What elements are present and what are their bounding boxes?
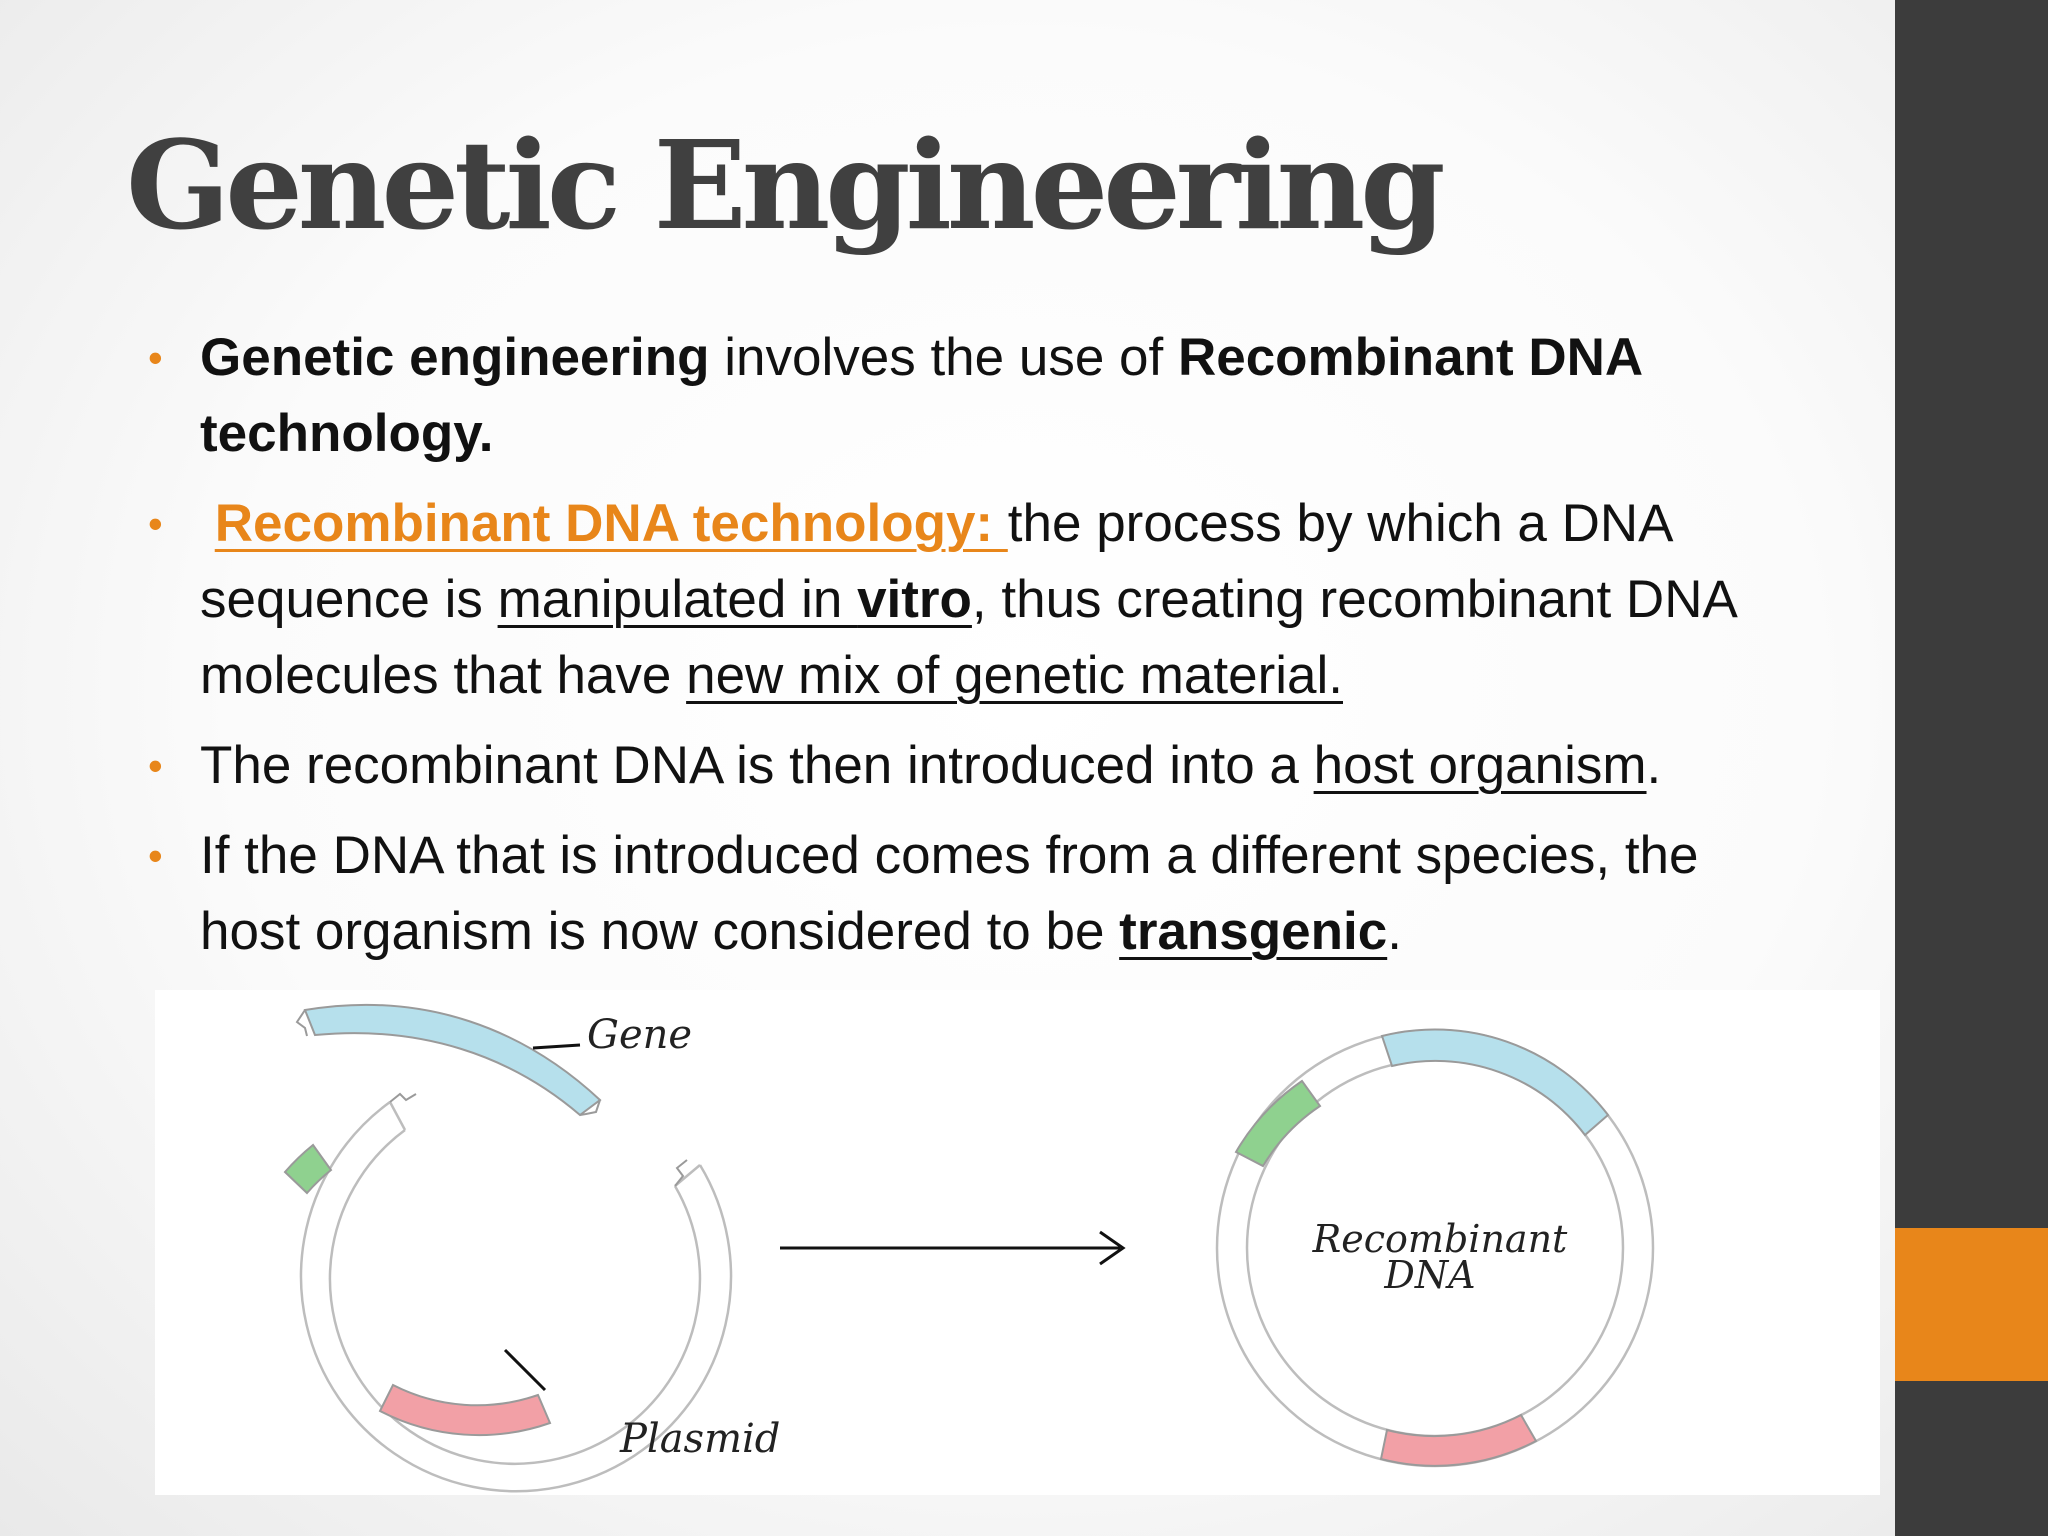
underlined-text: host organism [1313,736,1647,795]
recombinant-dna-figure: Gene Plasmid Recombinant DNA [155,990,1880,1495]
bullet-list: • Genetic engineering involves the use of… [148,320,1808,984]
bullet-text: The recombinant DNA is then introduced i… [200,736,1314,795]
slide: Genetic Engineering • Genetic engineering… [126,113,1880,1495]
bullet-dot-icon: • [148,832,163,879]
definition-label: Recombinant DNA technology: [214,494,1008,553]
bullet-item: • Recombinant DNA technology: the proces… [148,486,1808,714]
bullet-text: , thus creating recombinant DNA molecule… [200,570,1735,705]
green-segment [283,1143,333,1195]
gene-fragment [295,1003,602,1117]
gene-segment [1380,1028,1610,1137]
slide-title: Genetic Engineering [126,113,1445,257]
bullet-dot-icon: • [148,742,163,789]
bullet-dot-icon: • [148,334,163,381]
recombinant-label-line1: Recombinant [1312,1217,1568,1261]
bullet-text: . [1646,736,1662,795]
bullet-item: • Genetic engineering involves the use of… [148,320,1808,472]
bullet-text: involves the use of [709,328,1178,387]
bullet-item: • If the DNA that is introduced comes fro… [148,818,1808,970]
underlined-text: manipulated in vitro [498,570,972,629]
pink-segment [1379,1413,1538,1467]
pink-segment [378,1383,552,1437]
gene-label: Gene [587,1012,692,1058]
recombinant-label-line2: DNA [1383,1253,1475,1297]
bullet-item: • The recombinant DNA is then introduced … [148,728,1808,804]
open-plasmid [283,1092,733,1493]
plasmid-pointer [503,1348,547,1392]
gene-pointer [532,1043,581,1050]
recombinant-plasmid [1215,1028,1655,1468]
bullet-text-bold: Genetic engineering [200,328,710,387]
bullet-text-bold: Recombinant DNA technology. [200,328,1642,463]
right-sidebar [1895,0,2048,1536]
underlined-bold-text: transgenic [1119,902,1388,961]
plasmid-diagram: Gene Plasmid Recombinant DNA [283,1003,1655,1493]
bullet-text: the process by which a DNA sequence is [200,494,1671,629]
arrow-icon [780,1230,1126,1266]
bullet-dot-icon: • [148,500,163,547]
plasmid-label: Plasmid [619,1416,780,1462]
underlined-text-part: manipulated in [497,570,858,629]
bullet-text: . [1387,902,1402,961]
underlined-bold-text: vitro [857,570,972,629]
green-segment [1234,1079,1322,1168]
bullet-text: If the DNA that is introduced comes from… [200,826,1699,961]
underlined-text: new mix of genetic material. [686,646,1343,705]
sidebar-accent-block [1895,1228,2048,1381]
